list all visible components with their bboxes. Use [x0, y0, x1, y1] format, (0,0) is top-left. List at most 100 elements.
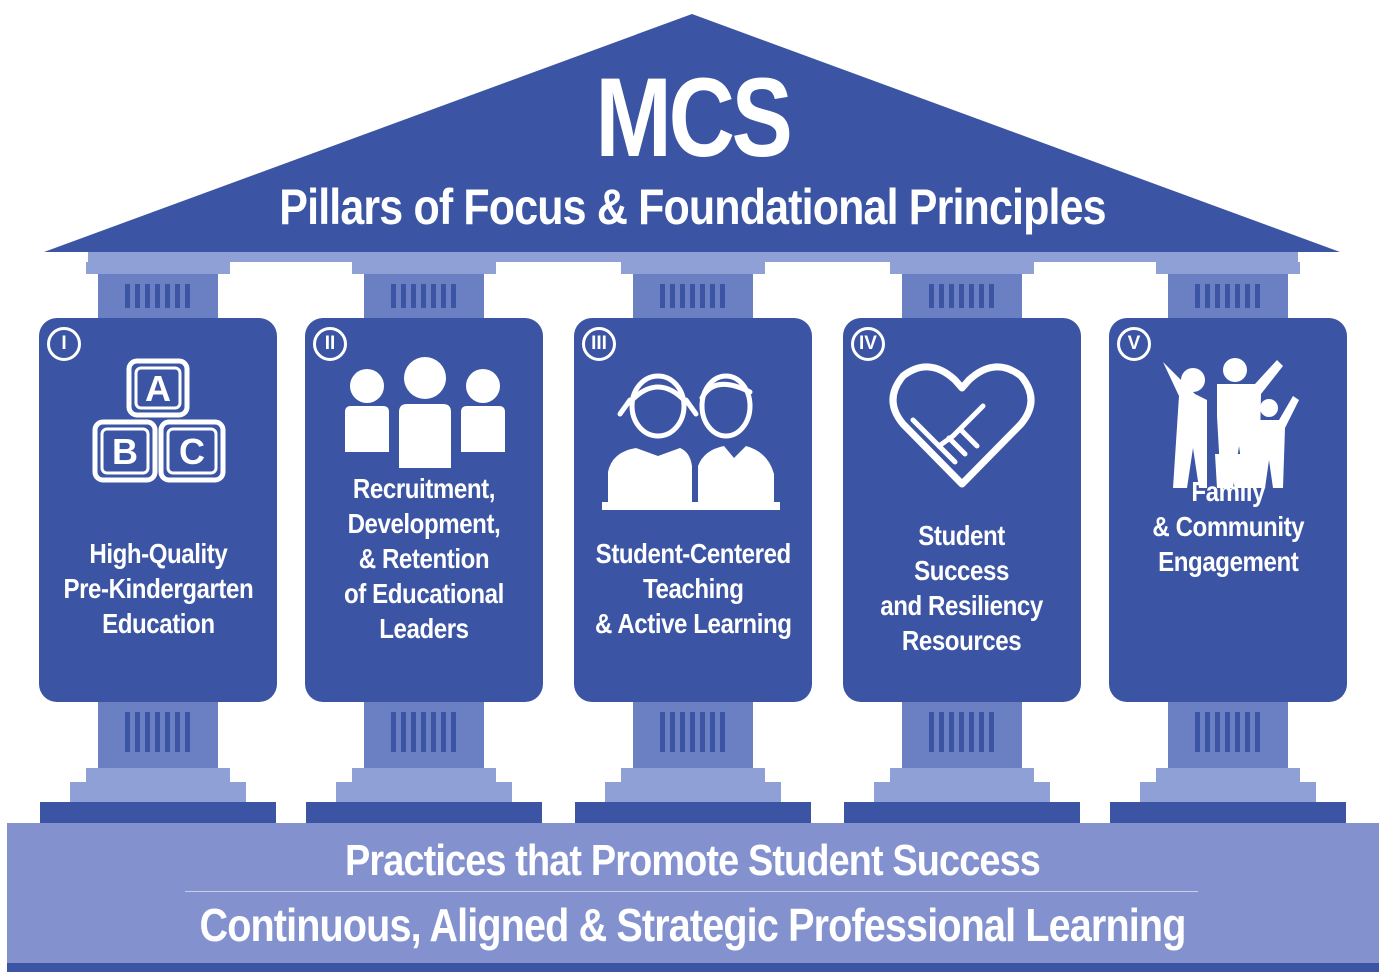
column-fluting	[660, 712, 665, 752]
column-fluting	[165, 284, 170, 308]
column-base-step	[874, 782, 1050, 802]
pillar-panel-3: III Student-Centered Teaching & Active L…	[574, 318, 812, 702]
column-fluting	[155, 284, 160, 308]
column-fluting	[451, 712, 456, 752]
column-capital	[352, 262, 496, 274]
column-fluting	[165, 712, 170, 752]
column-fluting	[451, 284, 456, 308]
column-fluting	[441, 284, 446, 308]
pillar-panel-1: I A B C High-Quality Pre-Kindergarten Ed…	[39, 318, 277, 702]
column-fluting	[1245, 712, 1250, 752]
column-fluting	[411, 284, 416, 308]
column-capital	[86, 262, 230, 274]
pillar-label: Family & Community Engagement	[1152, 475, 1304, 577]
pillar-numeral: II	[313, 327, 347, 361]
column-fluting	[431, 284, 436, 308]
pillar-label: Recruitment, Development, & Retention of…	[344, 472, 504, 644]
pillar-numeral: III	[582, 327, 616, 361]
column-fluting	[959, 712, 964, 752]
column-fluting	[431, 712, 436, 752]
pillar-panel-5: V Family & Community Engagement	[1109, 318, 1347, 702]
page-title: MCS	[595, 55, 793, 180]
column-fluting	[1195, 712, 1200, 752]
column-fluting	[145, 712, 150, 752]
column-fluting	[391, 284, 396, 308]
column-plinth	[844, 802, 1080, 823]
column-fluting	[670, 712, 675, 752]
column-fluting	[1245, 284, 1250, 308]
column-base-step	[1156, 768, 1300, 782]
column-capital	[1156, 262, 1300, 274]
column-fluting	[959, 284, 964, 308]
column-fluting	[670, 284, 675, 308]
column-fluting	[929, 284, 934, 308]
pillar-numeral: IV	[851, 327, 885, 361]
column-fluting	[1255, 284, 1260, 308]
column-fluting	[1235, 712, 1240, 752]
column-plinth	[306, 802, 542, 823]
column-fluting	[125, 284, 130, 308]
pillar-numeral: V	[1117, 327, 1151, 361]
column-fluting	[1215, 284, 1220, 308]
roof-beam	[88, 252, 1298, 262]
column-fluting	[969, 712, 974, 752]
column-fluting	[421, 284, 426, 308]
column-fluting	[155, 712, 160, 752]
column-fluting	[949, 712, 954, 752]
column-fluting	[700, 712, 705, 752]
column-fluting	[929, 712, 934, 752]
column-fluting	[939, 284, 944, 308]
column-base-step	[70, 782, 246, 802]
svg-text:B: B	[112, 431, 138, 472]
pillar-label: High-Quality Pre-Kindergarten Education	[63, 537, 253, 639]
column-plinth	[1110, 802, 1346, 823]
column-fluting	[135, 284, 140, 308]
column-base-step	[621, 768, 765, 782]
column-fluting	[949, 284, 954, 308]
pillar-panel-4: IV Student Success and Resiliency Resour…	[843, 318, 1081, 702]
pillar-label: Student Success and Resiliency Resources	[880, 520, 1044, 656]
column-fluting	[391, 712, 396, 752]
students-icon	[602, 373, 780, 510]
column-fluting	[979, 712, 984, 752]
column-fluting	[185, 284, 190, 308]
foundation-line-2: Continuous, Aligned & Strategic Professi…	[199, 899, 1186, 951]
column-fluting	[1205, 284, 1210, 308]
column-fluting	[700, 284, 705, 308]
column-shafts	[40, 262, 1346, 823]
column-base-step	[1140, 782, 1316, 802]
column-fluting	[989, 284, 994, 308]
column-capital	[621, 262, 765, 274]
column-fluting	[175, 284, 180, 308]
column-fluting	[185, 712, 190, 752]
abc-blocks-icon: A B C	[92, 358, 226, 483]
pillar-panel-2: II Recruitment, Development, & Retention…	[305, 318, 543, 702]
column-fluting	[710, 712, 715, 752]
column-fluting	[401, 284, 406, 308]
foundation-divider	[185, 891, 1198, 892]
column-fluting	[720, 712, 725, 752]
column-fluting	[939, 712, 944, 752]
column-fluting	[1195, 284, 1200, 308]
roof	[44, 14, 1340, 252]
column-fluting	[1205, 712, 1210, 752]
column-plinth	[40, 802, 276, 823]
column-fluting	[720, 284, 725, 308]
column-fluting	[680, 712, 685, 752]
column-base-step	[605, 782, 781, 802]
column-fluting	[125, 712, 130, 752]
foundation-bottom-edge	[7, 963, 1379, 972]
foundation-block	[7, 823, 1379, 965]
column-fluting	[690, 712, 695, 752]
column-fluting	[401, 712, 406, 752]
column-fluting	[989, 712, 994, 752]
column-fluting	[1215, 712, 1220, 752]
family-icon	[1163, 358, 1299, 488]
column-fluting	[411, 712, 416, 752]
column-fluting	[421, 712, 426, 752]
svg-text:C: C	[179, 431, 205, 472]
column-fluting	[979, 284, 984, 308]
column-base-step	[890, 768, 1034, 782]
column-fluting	[1225, 712, 1230, 752]
